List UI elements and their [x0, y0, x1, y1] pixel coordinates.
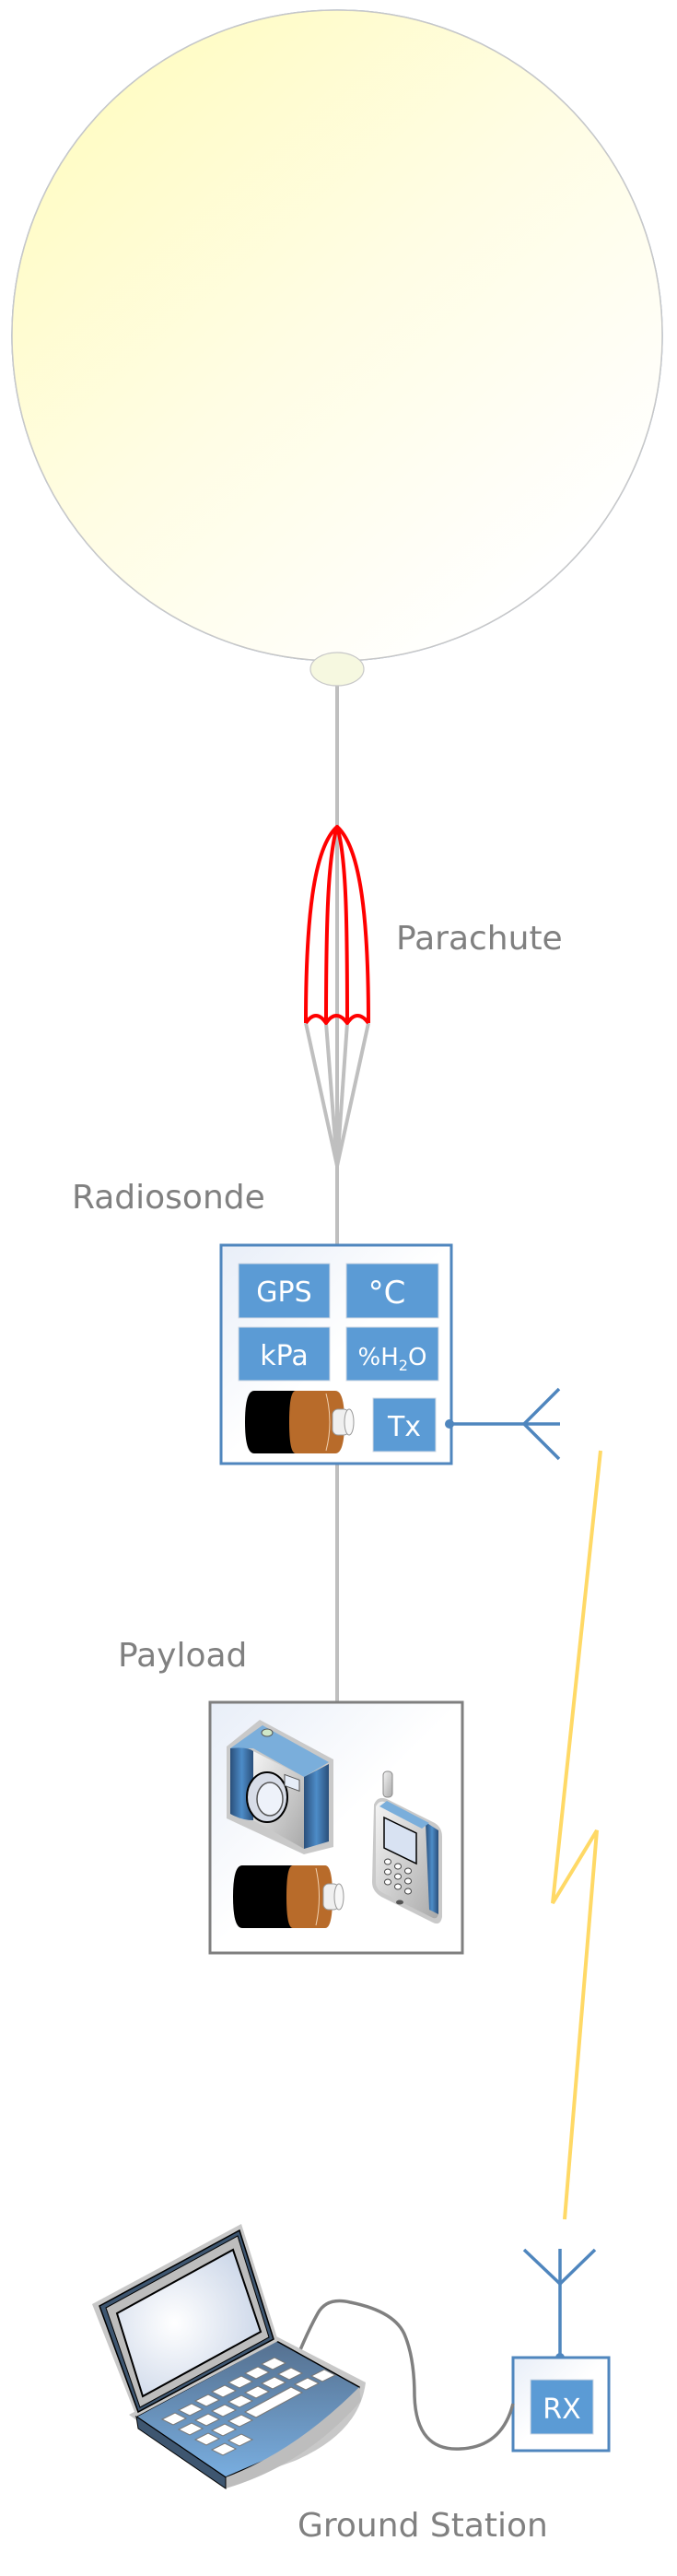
antenna-icon: [445, 1387, 561, 1461]
laptop-icon: [92, 2224, 366, 2489]
receiver-rx-label: RX: [543, 2394, 580, 2426]
balloon-knot: [309, 652, 365, 687]
sensor-pressure: kPa: [238, 1326, 331, 1382]
lightning-bolt-icon: [551, 1450, 602, 2220]
receiver-box: RX: [511, 2356, 611, 2452]
svg-text:Tx: Tx: [387, 1411, 421, 1443]
svg-text:°C: °C: [368, 1275, 406, 1312]
radiosonde-label: Radiosonde: [72, 1179, 265, 1217]
cell-phone-icon: [372, 1770, 442, 1924]
ground-station-label: Ground Station: [298, 2507, 548, 2545]
parachute-label: Parachute: [396, 920, 563, 958]
balloon: [11, 9, 663, 687]
sensor-temperature: °C: [345, 1263, 439, 1319]
radiosonde-box: GPS °C kPa %H2O Tx: [219, 1243, 453, 1465]
sensor-humidity: %H2O: [345, 1326, 439, 1382]
parachute-icon: [304, 825, 370, 1167]
svg-text:GPS: GPS: [256, 1276, 311, 1309]
ground-antenna-icon: [522, 2248, 597, 2362]
transmitter-tx: Tx: [372, 1397, 437, 1453]
laptop-cable: [298, 2299, 515, 2451]
camera-icon: [227, 1720, 333, 1854]
payload-label: Payload: [118, 1637, 247, 1675]
keyboard-keys: [160, 2357, 337, 2456]
payload-box: [208, 1700, 464, 1955]
sensor-gps: GPS: [238, 1263, 331, 1319]
svg-text:%H2O: %H2O: [358, 1344, 427, 1374]
svg-text:kPa: kPa: [260, 1340, 309, 1372]
battery-icon: [233, 1865, 344, 1928]
battery-icon: [245, 1391, 355, 1453]
